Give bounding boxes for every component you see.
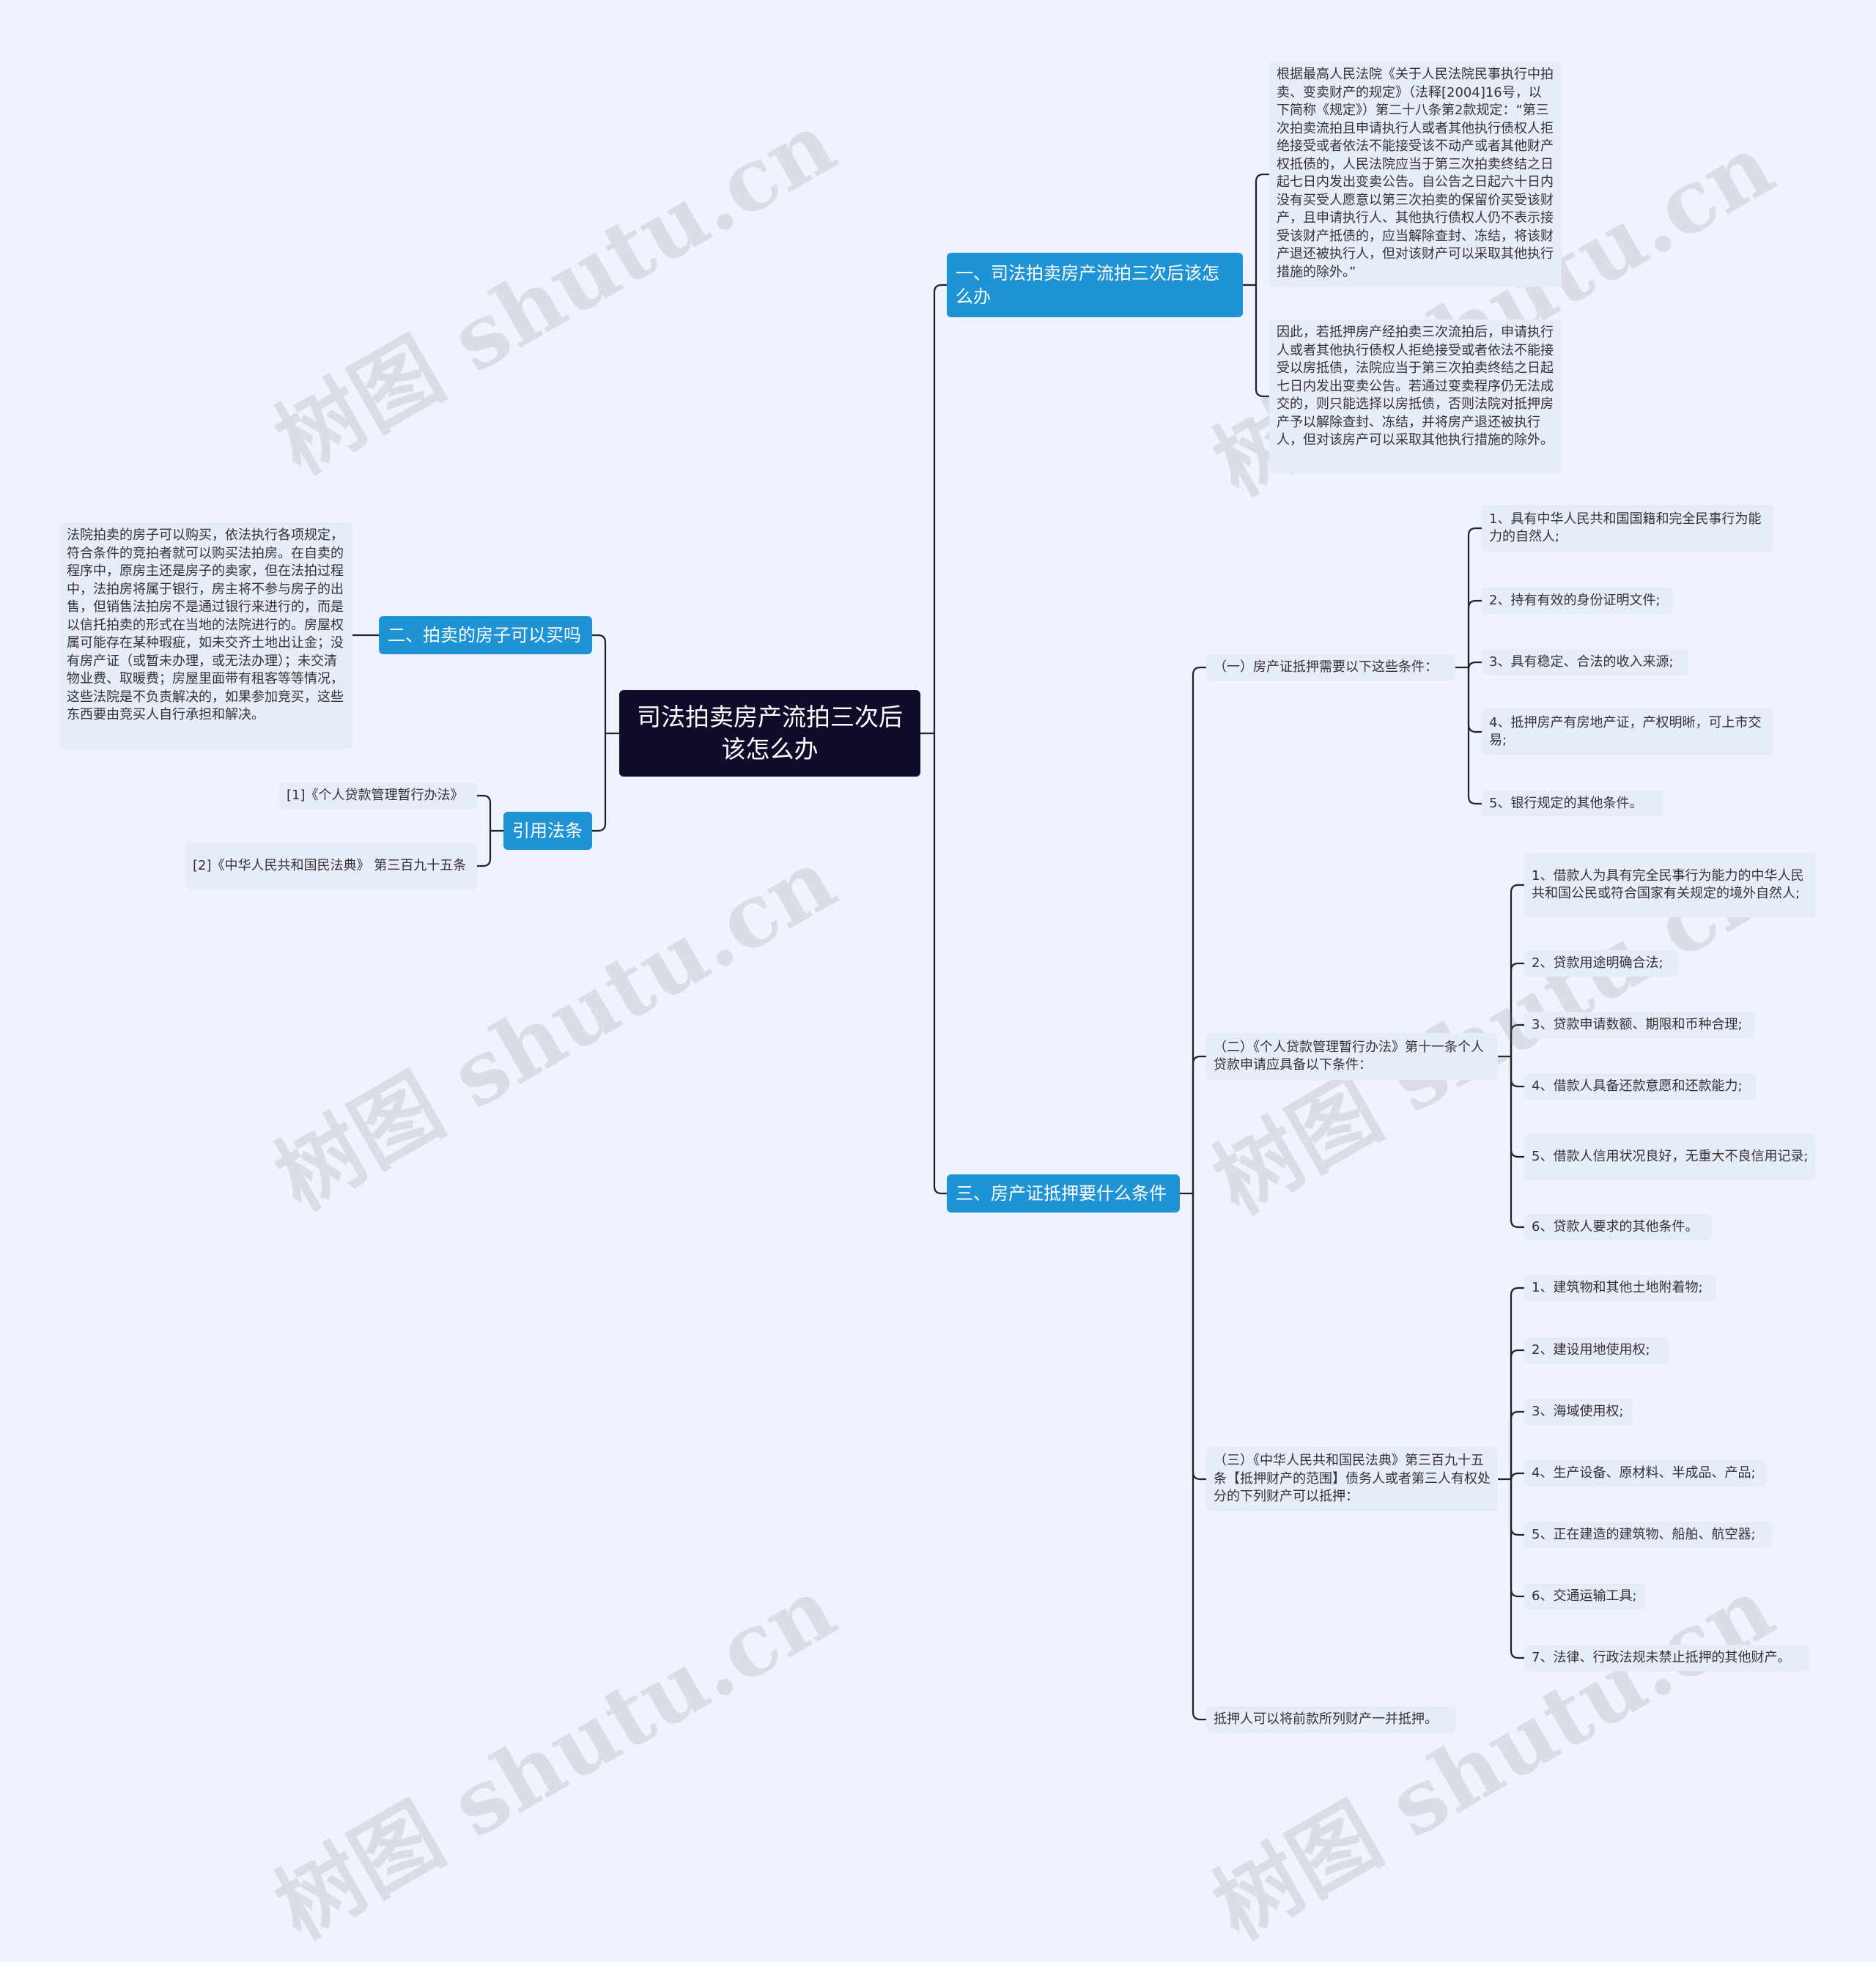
connector: [1510, 962, 1524, 1056]
connector: [1510, 1479, 1524, 1598]
connector: [933, 733, 947, 1195]
connector: [1467, 667, 1482, 805]
connector: [933, 284, 947, 733]
mind-map: 树图 shutu.cn 树图 shutu.cn 树图 shutu.cn 树图 s…: [59, 62, 1816, 1958]
condition-item: 5、借款人信用状况良好，无重大不良信用记录;: [1524, 1133, 1816, 1180]
condition-item: 3、具有稳定、合法的收入来源;: [1482, 649, 1688, 675]
connector: [1467, 661, 1482, 670]
condition-item: 2、建设用地使用权;: [1524, 1337, 1669, 1363]
connector: [1510, 1479, 1524, 1536]
root-topic[interactable]: 司法拍卖房产流拍三次后该怎么办: [619, 690, 920, 777]
connector: [1467, 667, 1482, 733]
branch-can-buy[interactable]: 二、拍卖的房子可以买吗: [379, 616, 592, 654]
condition-item: 6、交通运输工具;: [1524, 1583, 1646, 1610]
condition-item: 1、借款人为具有完全民事行为能力的中华人民共和国公民或符合国家有关规定的境外自然…: [1524, 853, 1816, 917]
connector-lines: [352, 173, 1524, 1721]
branch-auction-failed[interactable]: 一、司法拍卖房产流拍三次后该怎么办: [947, 253, 1243, 317]
condition-item: 1、具有中华人民共和国国籍和完全民事行为能力的自然人;: [1482, 505, 1773, 552]
condition-item: 3、海域使用权;: [1524, 1399, 1633, 1425]
condition-item: 4、抵押房产有房地产证，产权明晰，可上市交易;: [1482, 708, 1773, 755]
connector: [1192, 666, 1206, 1193]
connector: [477, 831, 492, 867]
condition-item: 4、借款人具备还款意愿和还款能力;: [1524, 1073, 1756, 1100]
condition-item: 3、贷款申请数额、期限和币种合理;: [1524, 1012, 1754, 1038]
connector: [1255, 285, 1269, 398]
connector: [1510, 884, 1524, 1056]
condition-group: （三）《中华人民共和国民法典》第三百九十五条【抵押财产的范围】债务人或者第三人有…: [1206, 1447, 1498, 1511]
note-conclusion: 因此，若抵押房产经拍卖三次流拍后，申请执行人或者其他执行债权人拒绝接受或者依法不…: [1269, 319, 1562, 473]
branch-references[interactable]: 引用法条: [503, 812, 592, 850]
condition-item: 4、生产设备、原材料、半成品、产品;: [1524, 1460, 1766, 1487]
condition-item: 7、法律、行政法规未禁止抵押的其他财产。: [1524, 1645, 1810, 1671]
connector: [477, 794, 492, 831]
condition-item: 1、建筑物和其他土地附着物;: [1524, 1275, 1716, 1301]
reference-item: [2]《中华人民共和国民法典》 第三百九十五条: [185, 843, 477, 889]
connector: [1192, 1055, 1206, 1193]
condition-group: （一）房产证抵押需要以下这些条件：: [1206, 654, 1455, 681]
connector: [1510, 1056, 1524, 1229]
note-regulation: 根据最高人民法院《关于人民法院民事执行中拍卖、变卖财产的规定》（法释[2004]…: [1269, 62, 1562, 287]
connector: [1510, 1023, 1524, 1056]
condition-item: 5、银行规定的其他条件。: [1482, 791, 1663, 817]
connector: [1255, 173, 1269, 285]
condition-tail: 抵押人可以将前款所列财产一并抵押。: [1206, 1706, 1455, 1733]
connector: [1467, 527, 1482, 667]
condition-item: 6、贷款人要求的其他条件。: [1524, 1214, 1712, 1240]
connector: [1510, 1056, 1524, 1088]
condition-item: 2、持有有效的身份证明文件;: [1482, 588, 1672, 614]
connector: [1192, 1193, 1206, 1721]
connector: [1467, 599, 1482, 667]
condition-item: 5、正在建造的建筑物、船舶、航空器;: [1524, 1522, 1772, 1548]
branch-mortgage-conditions[interactable]: 三、房产证抵押要什么条件: [947, 1174, 1180, 1213]
connector: [1510, 1349, 1524, 1479]
connector: [1510, 1056, 1524, 1158]
condition-group: （二）《个人贷款管理暂行办法》第十一条个人贷款申请应具备以下条件：: [1206, 1033, 1498, 1080]
connector: [1510, 1410, 1524, 1479]
connector: [1510, 1479, 1524, 1659]
note-can-buy: 法院拍卖的房子可以购买，依法执行各项规定，符合条件的竞拍者就可以购买法拍房。在自…: [59, 522, 352, 749]
connector: [1510, 1472, 1524, 1481]
connector: [1510, 1287, 1524, 1479]
connector: [1192, 1193, 1206, 1481]
connector: [592, 634, 607, 733]
condition-item: 2、贷款用途明确合法;: [1524, 950, 1678, 977]
connector: [592, 733, 607, 832]
reference-item: [1]《个人贷款管理暂行办法》: [279, 782, 477, 809]
